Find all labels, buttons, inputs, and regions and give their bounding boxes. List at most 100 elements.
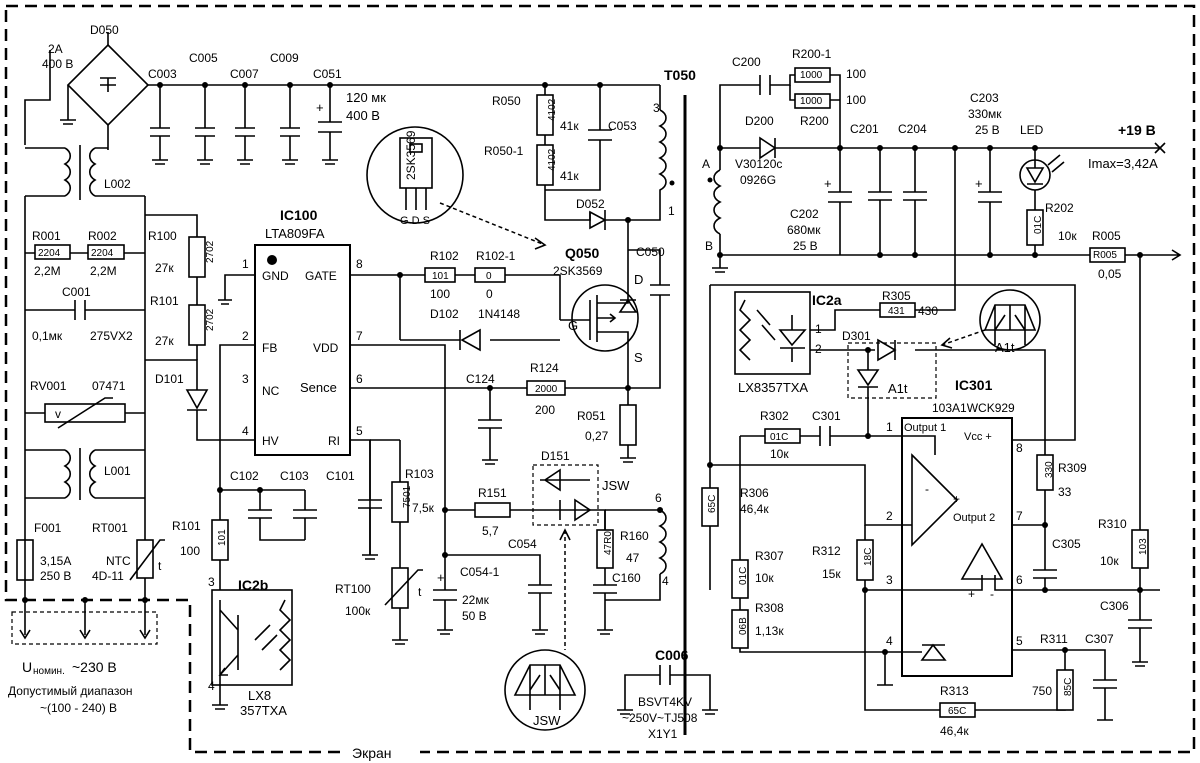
ic2a-optocoupler (709, 148, 1076, 465)
c202-ref: C202 (790, 207, 819, 221)
r002-value: 2,2М (90, 264, 117, 278)
c050-ref: C050 (636, 245, 665, 259)
r050-ref: R050 (492, 94, 521, 108)
svg-text:+: + (437, 570, 445, 585)
ic301-pin7: 7 (1016, 509, 1023, 523)
c102-ref: C102 (230, 469, 259, 483)
d050-rating1: 2A (48, 42, 63, 56)
q050-pin-s: S (634, 350, 643, 365)
c160-ref: C160 (612, 571, 641, 585)
d101-ref: D101 (155, 372, 184, 386)
r313-code: 65C (948, 706, 966, 717)
input-line1-val: ~230 В (72, 659, 117, 675)
t050-pin4: 4 (662, 574, 669, 588)
r310-ref: R310 (1098, 517, 1127, 531)
c200-ref: C200 (732, 55, 761, 69)
t050-transformer (420, 84, 722, 735)
ic100-pin4-name: HV (262, 434, 279, 448)
bulk-capacitors: + (150, 82, 342, 165)
secondary-rectifier: + + (712, 67, 1182, 273)
r309-value: 33 (1058, 485, 1072, 499)
r312-ref: R312 (812, 544, 841, 558)
c301-ref: C301 (812, 409, 841, 423)
r312-value: 15к (822, 567, 841, 581)
t050-ref: T050 (664, 67, 696, 83)
ic100-pin8-num: 8 (356, 257, 363, 271)
ic100-support (211, 440, 382, 710)
r302-value: 10к (770, 447, 789, 461)
r307-code: 01C (738, 567, 749, 585)
t050-pin-b: B (705, 239, 713, 253)
r305-code: 431 (888, 306, 905, 317)
ic100-pin6-name: Sence (300, 380, 337, 395)
c203-value: 330мк (968, 107, 1002, 121)
r202-code: 01C (1033, 216, 1044, 234)
r1021-ref: R102-1 (476, 249, 516, 263)
c203-voltage: 25 В (975, 123, 1000, 137)
t050-pin1: 1 (668, 204, 675, 218)
ic100-pin2-name: FB (262, 341, 277, 355)
r200-ref: R200 (800, 114, 829, 128)
r160-value: 47 (626, 551, 640, 565)
d102-ref: D102 (430, 307, 459, 321)
ic2a-pin1: 1 (815, 322, 822, 336)
r124-code: 2000 (535, 384, 558, 395)
c204-ref: C204 (898, 122, 927, 136)
d050-ref: D050 (90, 23, 119, 37)
r151-value: 5,7 (482, 524, 499, 538)
jsw-package (504, 649, 586, 731)
c001-value: 0,1мк (32, 329, 63, 343)
r307-ref: R307 (755, 549, 784, 563)
r051-ref: R051 (577, 409, 606, 423)
ic301-pin1: 1 (886, 420, 893, 434)
r313-ref: R313 (940, 684, 969, 698)
q050-package (366, 126, 547, 250)
t050-pin6: 6 (655, 491, 662, 505)
rt001-code: 4D-11 (92, 569, 124, 583)
svg-text:+: + (824, 176, 832, 191)
r051-value: 0,27 (585, 429, 609, 443)
r302-ref: R302 (760, 409, 789, 423)
q050pkg-pins: G D S (400, 215, 430, 227)
q050-pin-d: D (634, 272, 643, 287)
screen-boundary (4, 4, 1196, 754)
snubber (536, 82, 670, 389)
ic301-pin2: 2 (886, 509, 893, 523)
input-line3: ~(100 - 240) В (40, 701, 117, 715)
output-imax: Imax=3,42A (1088, 156, 1158, 171)
a1tpkg-label: A1t (995, 340, 1015, 355)
ic301-out2: Output 2 (953, 512, 995, 524)
c006-ref: C006 (655, 647, 689, 663)
r001-value: 2,2М (34, 264, 61, 278)
r306-ref: R306 (740, 486, 769, 500)
r160-code: 47R0 (603, 531, 614, 555)
c306-ref: C306 (1100, 599, 1129, 613)
r124-value: 200 (535, 403, 555, 417)
rt100-ref: RT100 (335, 582, 371, 596)
r101b-code: 101 (217, 529, 228, 546)
d301-label: A1t (888, 381, 908, 396)
c001-ref: C001 (62, 285, 91, 299)
ic100-part: LTA809FA (265, 226, 325, 241)
r100-code: 2702 (205, 240, 216, 263)
c009-ref: C009 (270, 51, 299, 65)
r101a-value: 27к (155, 334, 174, 348)
ic100-ref: IC100 (280, 207, 318, 223)
labels: 2A 400 В D050 C003 C005 C007 C009 C051 1… (8, 23, 1158, 741)
c003-ref: C003 (148, 67, 177, 81)
r2001-code: 1000 (800, 70, 823, 81)
r1021-value: 0 (486, 287, 493, 301)
ic100-pin4-num: 4 (242, 424, 249, 438)
ic301-pin8: 8 (1016, 441, 1023, 455)
r100-r101 (145, 214, 206, 360)
r005-ref: R005 (1092, 229, 1121, 243)
r309-code: 330 (1044, 461, 1055, 478)
c305-ref: C305 (1052, 537, 1081, 551)
output-voltage: +19 В (1118, 122, 1156, 138)
r002-code: 2204 (91, 248, 114, 259)
ic2b-part1: LX8 (248, 688, 271, 703)
r302-code: 01C (770, 432, 788, 443)
c007-ref: C007 (230, 67, 259, 81)
input-filter (11, 32, 420, 645)
r101b-ref: R101 (172, 519, 201, 533)
